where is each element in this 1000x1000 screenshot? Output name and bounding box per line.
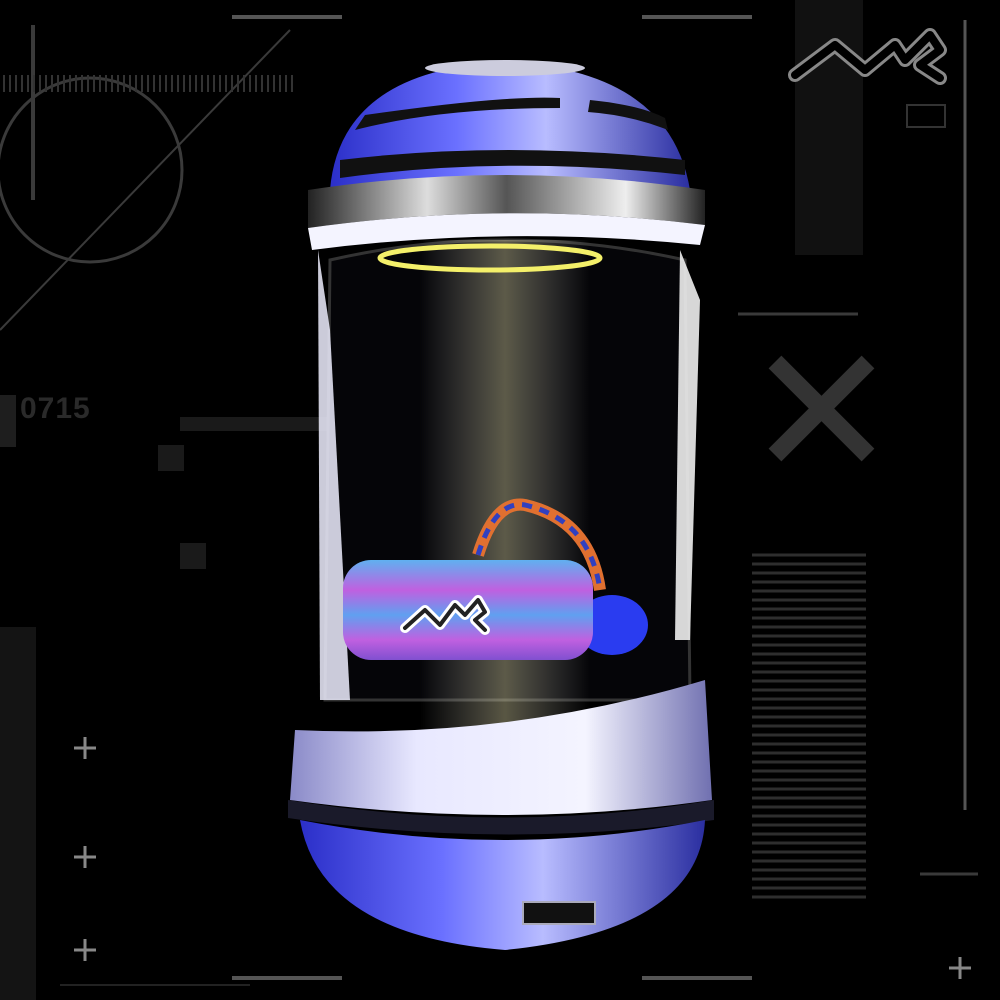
capsule-top-ring [308,175,705,228]
capsule-bottom-dome [300,820,705,950]
hud-decorations [0,15,978,986]
hud-tick-ruler [3,75,293,92]
x-mark-icon [768,355,875,462]
vr-headset [343,498,648,660]
hud-diagonal [0,29,291,331]
plus-icon [74,737,971,979]
hud-line-stack [752,553,866,899]
capsule-bottom-shell [290,680,712,815]
capsule-port [522,901,596,925]
headset-strap-wing [576,595,648,655]
hud-circle [0,76,184,264]
serial-number: 0715 [20,392,91,425]
hud-block [795,0,863,255]
top-glow-ring [377,243,603,273]
